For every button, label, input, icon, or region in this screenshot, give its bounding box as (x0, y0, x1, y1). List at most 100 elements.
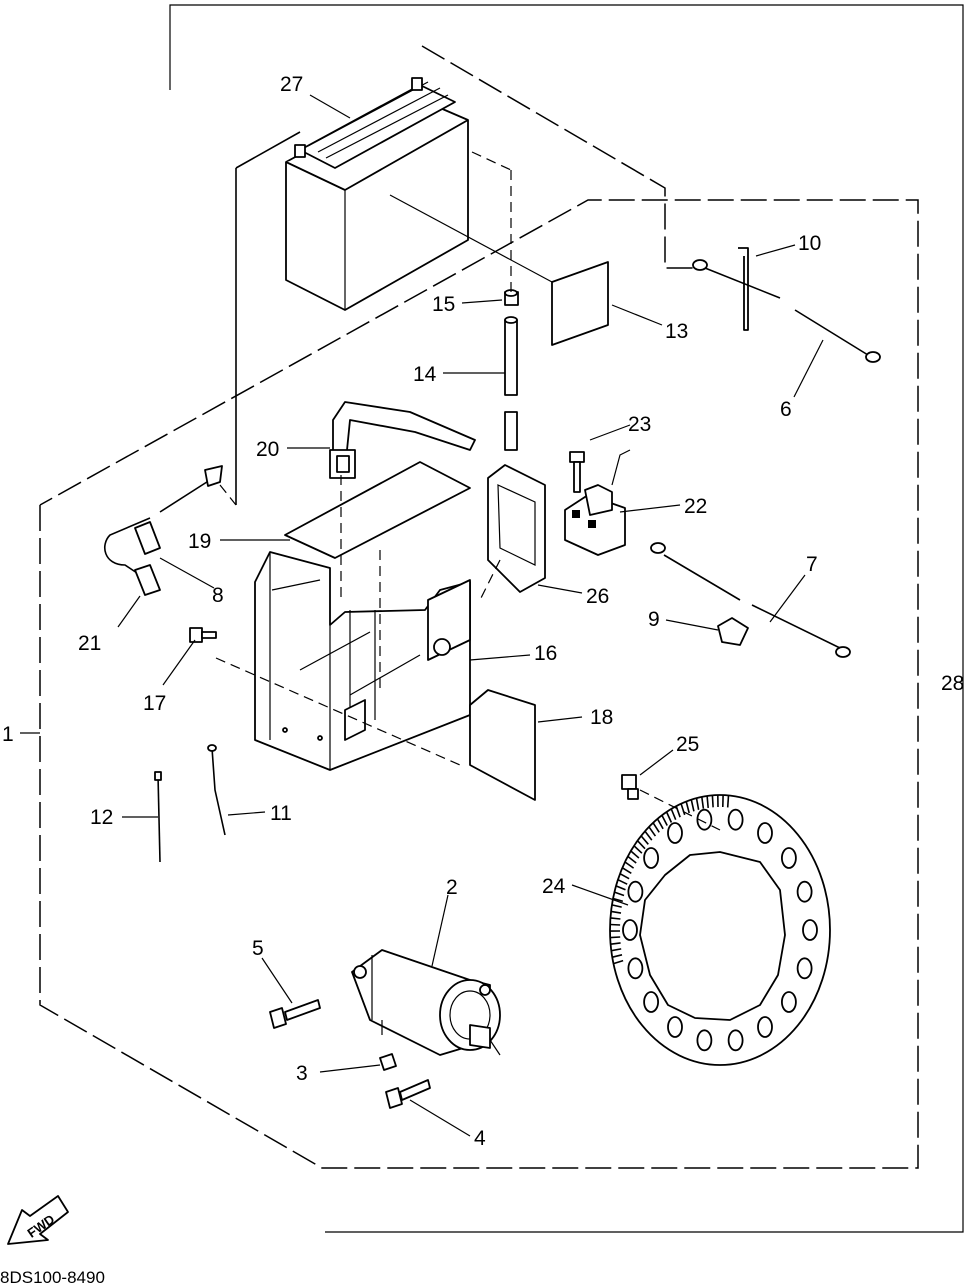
rotor-tooth (611, 904, 622, 908)
lead-bracket (134, 521, 161, 555)
assembly-28-boundary (39, 199, 919, 1169)
rotor-tooth (610, 936, 621, 939)
negative-lead (692, 247, 881, 363)
callout-13: 13 (665, 320, 688, 343)
callout-28: 28 (941, 672, 964, 695)
battery-plate (469, 689, 536, 801)
rotor-tooth (652, 822, 660, 833)
battery-band (329, 401, 476, 479)
rotor-tooth (619, 872, 630, 880)
callout-14: 14 (413, 363, 437, 386)
callout-18: 18 (590, 706, 613, 729)
rotor-hole (667, 1016, 683, 1038)
rotor-tooth (656, 818, 664, 830)
rotor-tooth (627, 855, 637, 864)
rotor-hole (796, 880, 813, 903)
pulser-rotor (609, 794, 831, 1066)
diagram-code: 8DS100-8490 (0, 1268, 105, 1286)
callout-6: 6 (780, 398, 792, 421)
callout-5: 5 (252, 937, 264, 960)
rotor-tooth (706, 795, 709, 808)
callout-27: 27 (280, 73, 303, 96)
callout-17: 17 (143, 692, 166, 715)
callout-12: 12 (90, 806, 113, 829)
sheet (551, 261, 609, 346)
rotor-hole (781, 991, 797, 1013)
rotor-tooth (661, 814, 668, 826)
cable-clamp (717, 617, 749, 646)
rotor-tooth (615, 885, 626, 891)
callout-20: 20 (256, 438, 279, 461)
rotor-hole (757, 1016, 773, 1038)
rotor-tooth (640, 835, 649, 845)
callout-16: 16 (534, 642, 557, 665)
starter-nut-3 (379, 1053, 397, 1071)
rotor-hole (696, 808, 713, 831)
callout-3: 3 (296, 1062, 308, 1085)
rotor-tooth (690, 799, 695, 812)
positive-lead (650, 542, 851, 658)
rotor-hole (796, 957, 813, 980)
callout-9: 9 (648, 608, 660, 631)
fuse-lead (104, 465, 223, 596)
callout-21: 21 (78, 632, 101, 655)
starter-relay (564, 449, 631, 556)
rotor-tooth (610, 910, 622, 914)
rotor-tooth (670, 808, 677, 821)
callout-23: 23 (628, 413, 651, 436)
battery-box (254, 551, 471, 771)
damper-sheet (284, 461, 471, 559)
breather-hose (504, 316, 518, 451)
rotor-tooth (621, 867, 632, 874)
hose-cap (504, 289, 519, 306)
rotor-tooth (711, 795, 714, 808)
rotor-hole (667, 822, 683, 844)
callout-25: 25 (676, 733, 699, 756)
rotor-hole (627, 880, 644, 903)
callout-10: 10 (798, 232, 821, 255)
rotor-tooth (610, 923, 621, 926)
rotor-hole (781, 847, 797, 869)
rotor-hole (627, 957, 644, 980)
rotor-hole (696, 1029, 713, 1052)
rotor-bolt (621, 774, 639, 800)
rotor-hole (757, 822, 773, 844)
rotor-tooth (614, 891, 625, 897)
rotor-tooth (636, 840, 646, 850)
rotor-tooth (624, 861, 635, 869)
assembly-guide-lines (215, 151, 721, 831)
starter-bolt-5 (269, 999, 321, 1029)
cable-band-11 (207, 744, 226, 836)
outer-bracket-lines (169, 4, 964, 1233)
callout-2: 2 (446, 876, 458, 899)
callout-7: 7 (806, 553, 818, 576)
rotor-tooth (611, 948, 622, 952)
fwd-arrow-icon: FWD (7, 1195, 69, 1245)
callout-1: 1 (2, 723, 14, 746)
rotor-hole (802, 919, 818, 941)
leader-lines (20, 94, 824, 1137)
rotor-hole (643, 847, 659, 869)
callout-15: 15 (432, 293, 455, 316)
callout-19: 19 (188, 530, 211, 553)
rotor-tooth (613, 959, 624, 965)
callout-labels: 1 2 3 4 5 6 7 8 9 10 11 12 13 14 15 16 1… (2, 73, 964, 1150)
rotor-tooth (612, 897, 624, 903)
rotor-tooth (610, 942, 621, 945)
cable-band-12 (154, 771, 162, 863)
callout-26: 26 (586, 585, 609, 608)
rotor-tooth (695, 797, 700, 810)
relay-bolt (569, 451, 585, 493)
rotor-tooth (701, 796, 705, 809)
rotor-tooth (617, 878, 628, 885)
callout-4: 4 (474, 1127, 486, 1150)
battery (285, 77, 469, 311)
rotor-tooth (612, 954, 623, 958)
rotor-tooth (726, 795, 730, 808)
rotor-tooth (610, 917, 621, 920)
callout-24: 24 (542, 875, 566, 898)
rotor-tooth (633, 845, 643, 854)
rotor-hole (727, 808, 744, 831)
relay-cover (487, 464, 546, 593)
